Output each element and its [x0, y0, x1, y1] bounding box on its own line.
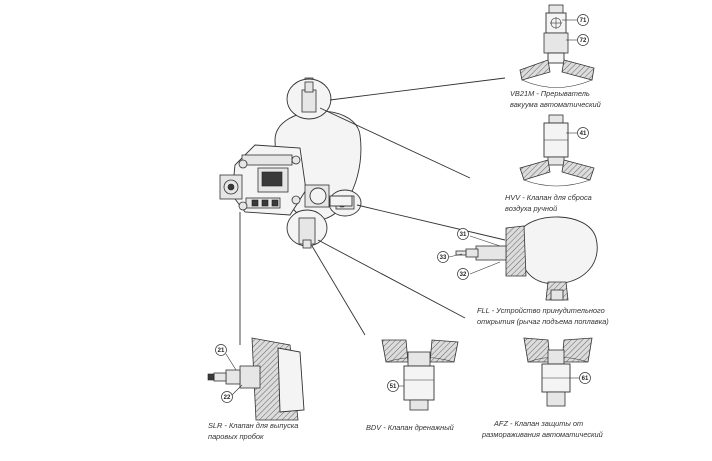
fll-caption-line2: открытия (рычаг подъема поплавка): [477, 317, 609, 326]
callout-33-label: 33: [440, 255, 447, 261]
vb21m-detail: [519, 4, 595, 88]
callout-22: 22: [221, 391, 233, 403]
callout-72-label: 72: [580, 38, 587, 44]
callout-61-label: 61: [582, 376, 589, 382]
slr-caption-line2: паровых пробок: [208, 432, 264, 441]
callout-21: 21: [215, 344, 227, 356]
callout-41: 41: [577, 127, 589, 139]
callout-61: 61: [579, 372, 591, 384]
callout-41-label: 41: [580, 131, 587, 137]
callout-31: 31: [457, 228, 469, 240]
hvv-caption-line2: воздуха ручной: [505, 204, 557, 213]
callout-33: 33: [437, 251, 449, 263]
callout-51: 51: [387, 380, 399, 392]
vb21m-caption-line2: вакуума автоматический: [510, 100, 601, 109]
afz-caption-line1: AFZ - Клапан защиты от: [493, 419, 583, 428]
afz-detail: [523, 337, 593, 407]
fll-detail: [448, 216, 598, 301]
afz-caption-line2: размораживания автоматический: [481, 430, 603, 439]
callout-32-label: 32: [460, 272, 467, 278]
vb21m-caption-line1: VB21M - Прерыватель: [510, 89, 590, 98]
callout-51-label: 51: [390, 384, 397, 390]
hvv-caption-line1: HVV - Клапан для сброса: [505, 193, 592, 202]
callout-31-label: 31: [460, 232, 467, 238]
central-trap-assembly: [219, 77, 362, 249]
slr-detail: [207, 337, 305, 421]
callout-71-label: 71: [580, 18, 587, 24]
bdv-detail: [381, 339, 459, 411]
leader-lines: [239, 77, 506, 345]
hvv-detail: [519, 114, 595, 187]
slr-caption-line1: SLR - Клапан для выпуска: [208, 421, 298, 430]
callout-72: 72: [577, 34, 589, 46]
callout-32: 32: [457, 268, 469, 280]
fll-caption-line1: FLL - Устройство принудительного: [477, 306, 605, 315]
callout-71: 71: [577, 14, 589, 26]
bdv-caption-line1: BDV - Клапан дренажный: [366, 423, 454, 432]
callout-21-label: 21: [218, 348, 225, 354]
callout-22-label: 22: [224, 395, 231, 401]
